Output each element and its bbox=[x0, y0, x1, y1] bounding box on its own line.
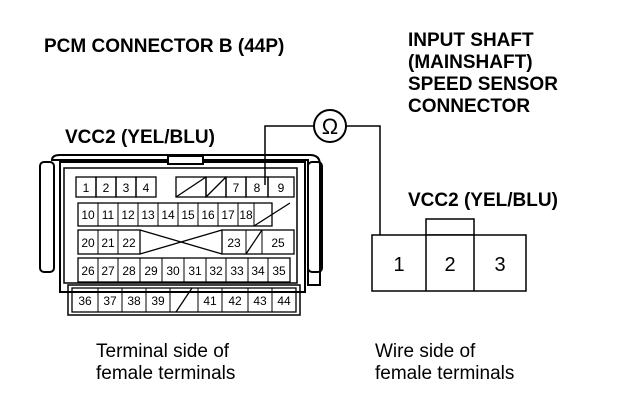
pin-label: 13 bbox=[141, 208, 155, 222]
pin-label: 4 bbox=[143, 181, 150, 195]
pcm-row-2: 10 11 12 13 14 15 16 17 18 bbox=[77, 202, 291, 227]
pin-label: 15 bbox=[181, 208, 195, 222]
sensor-pin-label: 1 bbox=[393, 254, 404, 276]
pin-label: 23 bbox=[227, 236, 241, 250]
pin-label: 17 bbox=[221, 208, 235, 222]
pin-label: 43 bbox=[253, 294, 267, 308]
pcm-connector: 1 2 3 4 7 8 9 10 11 12 13 14 15 bbox=[39, 154, 323, 316]
pcm-row-4: 26 27 28 29 30 31 32 33 34 35 bbox=[77, 257, 291, 283]
pcm-row-3: 20 21 22 23 25 bbox=[77, 229, 295, 255]
pcm-wire-label: VCC2 (YEL/BLU) bbox=[65, 127, 215, 148]
pin-label: 28 bbox=[122, 264, 136, 278]
pcm-caption-line2: female terminals bbox=[96, 363, 235, 384]
pin-label: 26 bbox=[81, 264, 95, 278]
sensor-title-line1: INPUT SHAFT bbox=[408, 30, 534, 51]
pin-label: 27 bbox=[101, 264, 115, 278]
pin-label: 30 bbox=[166, 264, 180, 278]
sensor-caption-line1: Wire side of bbox=[375, 341, 476, 362]
sensor-title-line3: SPEED SENSOR bbox=[408, 74, 558, 95]
sensor-pin-label: 2 bbox=[444, 254, 455, 276]
pin-label: 1 bbox=[83, 181, 90, 195]
pin-label: 25 bbox=[271, 236, 285, 250]
probe-wire-sensor bbox=[346, 125, 381, 245]
pcm-row-5: 36 37 38 39 41 42 43 44 bbox=[71, 287, 297, 313]
pcm-connector-title: PCM CONNECTOR B (44P) bbox=[44, 36, 284, 57]
pin-label: 3 bbox=[123, 181, 130, 195]
pin-label: 36 bbox=[78, 294, 92, 308]
pin-label: 21 bbox=[101, 236, 115, 250]
sensor-connector: 1 2 3 bbox=[371, 218, 527, 292]
sensor-pin-label: 3 bbox=[494, 254, 505, 276]
pin-label: 33 bbox=[230, 264, 244, 278]
pin-label: 42 bbox=[228, 294, 242, 308]
pin-label: 31 bbox=[188, 264, 202, 278]
pin-label: 11 bbox=[102, 208, 115, 222]
pin-label: 22 bbox=[122, 236, 136, 250]
pin-label: 18 bbox=[239, 208, 253, 222]
sensor-title-line2: (MAINSHAFT) bbox=[408, 52, 533, 73]
pin-label: 10 bbox=[81, 208, 95, 222]
pin-label: 37 bbox=[103, 294, 117, 308]
pin-label: 12 bbox=[121, 208, 135, 222]
pin-label: 7 bbox=[233, 181, 240, 195]
pin-label: 34 bbox=[251, 264, 265, 278]
pin-label: 39 bbox=[151, 294, 165, 308]
sensor-wire-label: VCC2 (YEL/BLU) bbox=[408, 190, 558, 211]
ohm-symbol: Ω bbox=[322, 114, 338, 139]
pin-label: 44 bbox=[277, 294, 291, 308]
pin-label: 14 bbox=[161, 208, 175, 222]
pin-label: 38 bbox=[127, 294, 141, 308]
pin-label: 9 bbox=[278, 181, 285, 195]
sensor-title-line4: CONNECTOR bbox=[408, 96, 530, 117]
pin-label: 20 bbox=[81, 236, 95, 250]
pin-label: 32 bbox=[209, 264, 223, 278]
pin-label: 16 bbox=[201, 208, 215, 222]
pin-label: 2 bbox=[103, 181, 110, 195]
pin-label: 8 bbox=[254, 181, 261, 195]
pin-label: 29 bbox=[144, 264, 158, 278]
sensor-caption-line2: female terminals bbox=[375, 363, 514, 384]
pcm-row-1: 1 2 3 4 7 8 9 bbox=[75, 176, 295, 198]
probe-wire-pcm bbox=[264, 125, 314, 185]
pin-label: 41 bbox=[203, 294, 217, 308]
pin-label: 35 bbox=[272, 264, 286, 278]
pcm-caption-line1: Terminal side of bbox=[96, 341, 230, 362]
